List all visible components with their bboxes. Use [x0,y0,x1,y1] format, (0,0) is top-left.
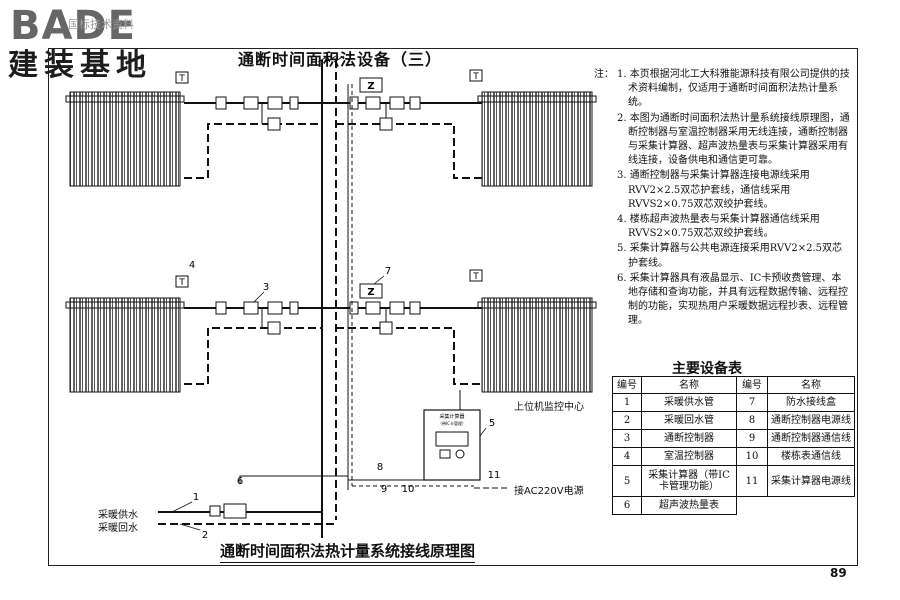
logo-subtitle: 建装基地 [8,48,152,83]
top-floor-pipes [184,102,482,179]
table-header-cell: 名称 [767,376,855,394]
collector-sub: （带IC卡管理） [438,420,466,426]
callout-10: 10 [402,484,415,495]
table-cell: 采暖供水管 [641,393,737,412]
table-cell: 超声波热量表 [641,496,737,515]
table-cell: 采集计算器（带IC卡管理功能） [641,465,737,497]
return-water-label: 采暖回水 [98,523,138,534]
table-cell: 通断控制器通信线 [767,429,855,448]
table-cell: 3 [612,429,642,448]
table-cell: 采暖回水管 [641,411,737,430]
table-cell: 通断控制器电源线 [767,411,855,430]
table-header-cell: 编号 [612,376,642,394]
note-4: 4. 楼栋超声波热量表与采集计算器通信线采用RVVS2×0.75双芯双绞护套线。 [617,214,820,240]
note-3: 3. 通断控制器与采集计算器连接电源线采用RVV2×2.5双芯护套线，通信线采用… [617,170,810,210]
junction-glyph-top: Z [367,81,374,92]
callout-2: 2 [202,530,208,541]
table-cell: 9 [736,429,768,448]
thermostats: T T T T [175,69,483,288]
table-row: 5 采集计算器（带IC卡管理功能） 11 采集计算器电源线 [612,465,855,497]
table-cell: 防水接线盒 [767,393,855,412]
callout-6: 6 [237,476,243,487]
table-row: 3 通断控制器 9 通断控制器通信线 [612,429,855,448]
page-number: 89 [830,566,847,580]
table-row: 2 采暖回水管 8 通断控制器电源线 [612,411,855,430]
junction-box-top: Z [359,77,383,93]
junction-glyph-bottom: Z [367,287,374,298]
note-5: 5. 采集计算器与公共电源连接采用RVV2×2.5双芯护套线。 [617,243,842,269]
callout-7: 7 [385,266,391,277]
equipment-table-title: 主要设备表 [672,361,742,377]
note-2: 2. 本图为通断时间面积法热计量系统接线原理图，通断控制器与室温控制器采用无线连… [617,112,850,167]
callout-4: 4 [189,260,195,271]
riser-pipes [317,55,345,538]
callout-5: 5 [489,418,495,429]
table-cell: 2 [612,411,642,430]
radiator-bottom-left [65,297,185,393]
drawing-frame [48,48,858,566]
callout-8: 8 [377,462,383,473]
table-header-cell: 编号 [736,376,768,394]
callout-1: 1 [193,492,199,503]
table-row: 1 采暖供水管 7 防水接线盒 [612,393,855,412]
table-cell: 11 [736,465,768,497]
note-6: 6. 采集计算器具有液晶显示、IC卡预收费管理、本地存储和查询功能，并具有远程数… [617,272,848,327]
bottom-floor-pipes [184,307,482,385]
table-cell: 5 [612,465,642,497]
table-cell: 10 [736,447,768,466]
collector-title: 采集计算器 [439,413,464,420]
thermostat-glyph-3: T [178,278,185,288]
table-cell: 楼栋表通信线 [767,447,855,466]
table-header-row: 编号 名称 编号 名称 [612,376,855,394]
logo-watermark: 国标技术资料 [68,18,134,31]
thermostat-glyph-1: T [178,74,185,84]
radiator-bottom-right [477,297,597,393]
table-cell: 7 [736,393,768,412]
ac-power-label: 接AC220V电源 [514,486,584,497]
monitor-center-label: 上位机监控中心 [514,402,584,413]
table-cell: 6 [612,496,642,515]
table-cell [768,497,855,515]
table-cell: 4 [612,447,642,466]
brand-logo: BADE 国标技术资料 建装基地 [8,4,198,88]
junction-box-bottom: Z [359,283,383,299]
table-cell: 通断控制器 [641,429,737,448]
note-1: 1. 本页根据河北工大科雅能源科技有限公司提供的技术资料编制，仅适用于通断时间面… [617,69,850,109]
notes: 注： 1. 本页根据河北工大科雅能源科技有限公司提供的技术资料编制，仅适用于通断… [594,68,850,330]
radiator-top-left [65,91,185,187]
heat-meter [209,503,247,519]
supply-water-label: 采暖供水 [98,510,138,521]
logo-brand-text: BADE [10,3,136,49]
table-header-cell: 名称 [641,376,737,394]
diagram-caption: 通断时间面积法热计量系统接线原理图 [220,540,476,563]
table-cell [737,497,768,515]
notes-label: 注： [594,69,614,80]
page-title: 通断时间面积法设备（三） [238,50,443,69]
radiator-top-right [477,91,597,187]
callout-leaders [171,275,487,531]
equipment-table: 编号 名称 编号 名称 1 采暖供水管 7 防水接线盒 2 采暖回水管 8 通断… [612,376,855,515]
table-cell: 采集计算器电源线 [767,465,855,497]
callout-3: 3 [263,282,269,293]
table-row: 6 超声波热量表 [612,496,855,515]
table-row: 4 室温控制器 10 楼栋表通信线 [612,447,855,466]
valves [215,96,421,335]
table-cell: 8 [736,411,768,430]
thermostat-glyph-4: T [472,272,479,282]
callout-11: 11 [488,470,501,481]
callout-9: 9 [381,484,387,495]
callouts: 1 2 3 4 5 6 7 8 9 10 11 [189,260,501,541]
table-cell: 1 [612,393,642,412]
table-cell: 室温控制器 [641,447,737,466]
collector-unit: 采集计算器 （带IC卡管理） [423,409,481,481]
thermostat-glyph-2: T [472,72,479,82]
